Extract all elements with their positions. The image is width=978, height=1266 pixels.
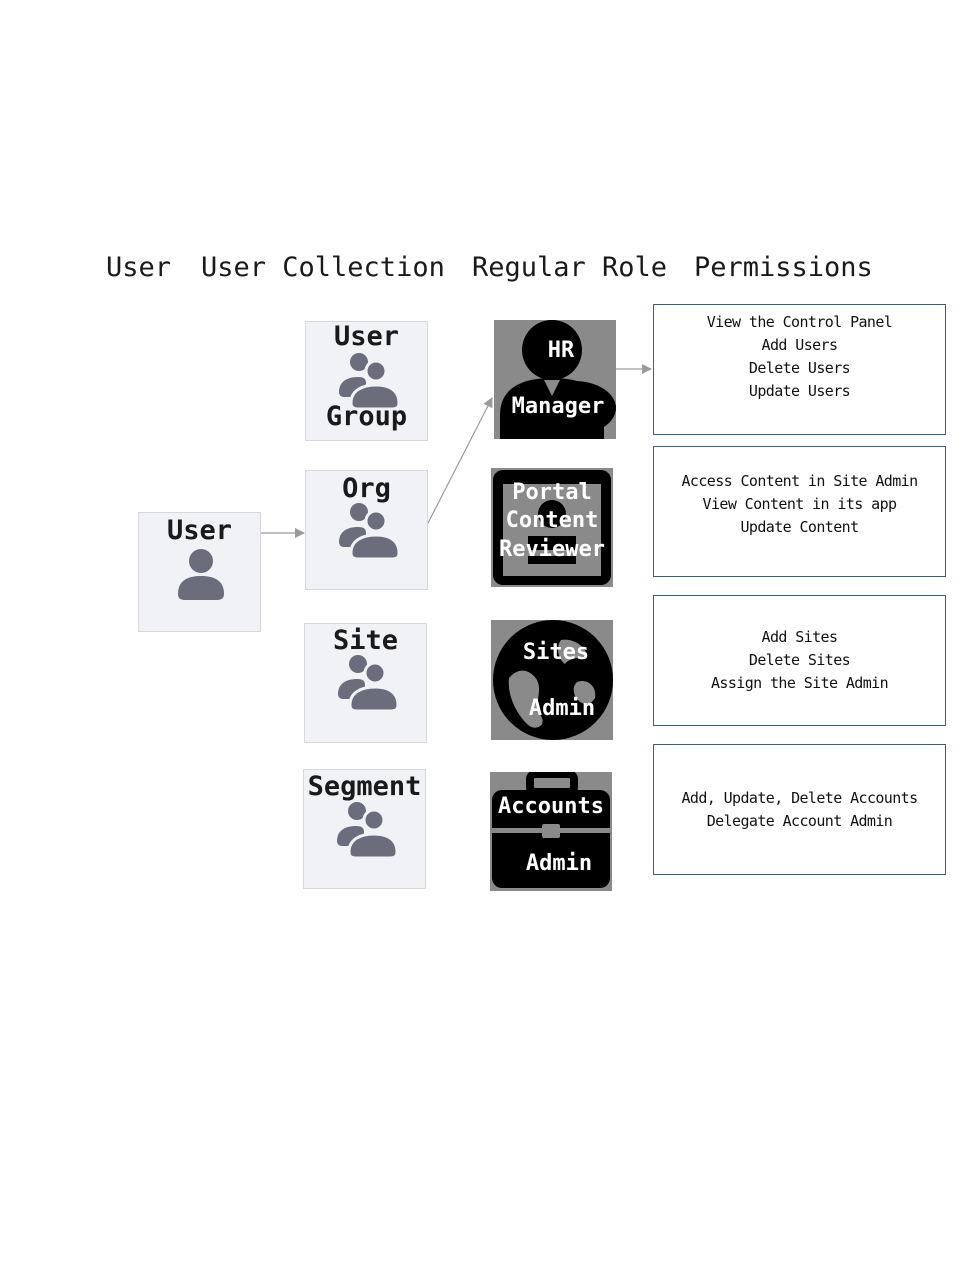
globe-icon bbox=[493, 620, 613, 740]
permission-item: Access Content in Site Admin bbox=[681, 472, 918, 490]
collection-label: Site bbox=[332, 625, 399, 656]
role-label: Reviewer bbox=[499, 537, 605, 562]
user-card-label: User bbox=[166, 515, 233, 546]
permission-item: Update Content bbox=[740, 518, 859, 536]
role-label: HR bbox=[547, 338, 575, 363]
role-label: Manager bbox=[511, 394, 605, 419]
permissions-portal-content-reviewer: Access Content in Site Admin View Conten… bbox=[653, 446, 946, 577]
collection-label: Segment bbox=[307, 771, 422, 802]
role-label: Sites bbox=[522, 640, 590, 665]
collection-label: Org bbox=[342, 473, 391, 504]
collection-user-group[interactable]: User Group bbox=[305, 321, 428, 441]
arrow-org-to-hr-manager bbox=[425, 397, 493, 528]
user-card[interactable]: User bbox=[138, 512, 261, 632]
permissions-hr-manager: View the Control Panel Add Users Delete … bbox=[653, 304, 946, 435]
users-icon bbox=[339, 503, 400, 561]
id-badge-icon bbox=[493, 470, 611, 585]
collection-label: User bbox=[333, 321, 400, 352]
permission-item: Assign the Site Admin bbox=[710, 674, 889, 692]
role-label: Portal bbox=[512, 480, 592, 505]
header-permissions: Permissions bbox=[694, 252, 873, 283]
permission-item: View the Control Panel bbox=[706, 313, 893, 331]
role-label: Admin bbox=[525, 851, 593, 876]
users-icon bbox=[339, 353, 400, 411]
role-hr-manager[interactable]: HR Manager bbox=[494, 320, 616, 439]
permission-item: Delete Sites bbox=[748, 651, 851, 669]
collection-org[interactable]: Org bbox=[305, 470, 428, 590]
permission-item: Add, Update, Delete Accounts bbox=[681, 788, 918, 807]
permissions-accounts-admin: Add, Update, Delete Accounts Delegate Ac… bbox=[653, 744, 946, 875]
users-icon bbox=[338, 655, 399, 713]
briefcase-icon bbox=[492, 772, 610, 888]
user-icon bbox=[178, 549, 224, 600]
collection-site[interactable]: Site bbox=[304, 623, 427, 743]
role-portal-content-reviewer[interactable]: Portal Content Reviewer bbox=[491, 468, 613, 587]
permission-item: Add Users bbox=[761, 336, 838, 354]
header-regular-role: Regular Role bbox=[472, 252, 668, 283]
permission-item: Delete Users bbox=[748, 359, 851, 377]
role-label: Admin bbox=[528, 696, 596, 721]
users-icon bbox=[337, 802, 398, 860]
role-label: Accounts bbox=[498, 794, 604, 819]
permission-item: Update Users bbox=[748, 382, 851, 400]
role-accounts-admin[interactable]: Accounts Admin bbox=[490, 772, 612, 891]
role-label: Content bbox=[505, 508, 599, 533]
role-sites-admin[interactable]: Sites Admin bbox=[491, 620, 613, 740]
header-user-collection: User Collection bbox=[201, 252, 445, 283]
permission-item: Add Sites bbox=[761, 628, 838, 646]
header-user: User bbox=[106, 252, 172, 283]
collection-label: Group bbox=[325, 401, 408, 432]
user-tie-icon bbox=[500, 320, 616, 439]
collection-segment[interactable]: Segment bbox=[303, 769, 426, 889]
permissions-sites-admin: Add Sites Delete Sites Assign the Site A… bbox=[653, 595, 946, 726]
permission-item: Delegate Account Admin bbox=[706, 811, 893, 830]
permission-item: View Content in its app bbox=[702, 495, 898, 513]
